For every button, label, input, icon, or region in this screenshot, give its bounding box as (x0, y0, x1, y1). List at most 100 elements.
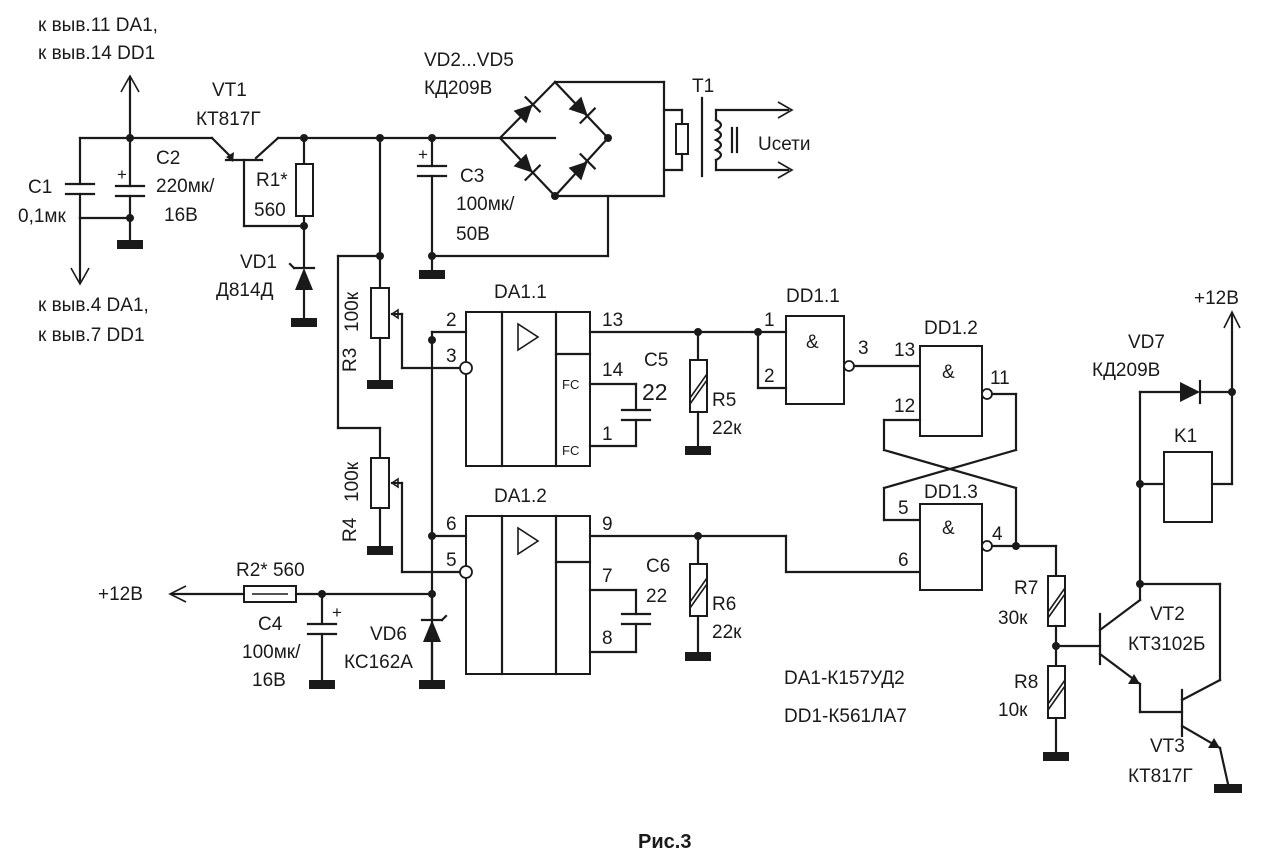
da11-fc-2: FC (562, 443, 579, 458)
da11-pin-14: 14 (602, 360, 624, 381)
supply-up-arrow (120, 74, 140, 140)
r1-name: R1* (256, 170, 288, 191)
supply-down-arrow (70, 216, 90, 286)
vd6-name: VD6 (370, 624, 407, 645)
t1-transformer (662, 96, 794, 179)
dd13-amp: & (942, 518, 955, 539)
c4-voltage: 16В (252, 670, 286, 691)
vd6-zener (419, 592, 448, 689)
da11-pin-13: 13 (602, 310, 623, 331)
vd1-type: Д814Д (216, 280, 274, 301)
c1-capacitor (64, 136, 96, 220)
r4-value: 100к (342, 461, 363, 502)
plus12-right-label: +12В (1194, 288, 1239, 309)
mains-label: Uсети (758, 134, 810, 155)
c4-value: 100мк/ (242, 642, 301, 663)
vd6-type: КС162А (344, 652, 413, 673)
plus12-left-arrow (168, 585, 246, 603)
c1-name: C1 (28, 177, 52, 198)
t1-name: T1 (692, 76, 714, 97)
r4-potentiometer (367, 426, 462, 574)
top-supply-label-1: к выв.11 DA1, (38, 15, 158, 36)
r6-resistor (685, 534, 711, 661)
da12-name: DA1.2 (494, 486, 547, 507)
vt1-type: КТ817Г (196, 109, 261, 130)
plus12-right-arrow (1223, 310, 1241, 486)
c2-plus: + (117, 165, 127, 184)
dd11-pin-2: 2 (764, 366, 775, 387)
dd13-pin-5: 5 (898, 498, 909, 519)
dd13-nand-gate (919, 503, 993, 591)
c5-name: C5 (644, 350, 668, 371)
plus12-left-label: +12В (98, 584, 143, 605)
dd12-nand-gate (919, 345, 993, 437)
c5-value: 22 (642, 379, 668, 405)
c1-value: 0,1мк (18, 206, 66, 227)
r6-value: 22к (712, 622, 742, 643)
da11-pin-3: 3 (446, 346, 457, 367)
da12-pin-8: 8 (602, 628, 613, 649)
dd11-amp: & (806, 332, 819, 353)
r7-value: 30к (998, 608, 1028, 629)
vd7-name: VD7 (1128, 332, 1165, 353)
c2-value: 220мк/ (156, 176, 215, 197)
da11-opamp (465, 310, 592, 468)
vd1-name: VD1 (240, 252, 277, 273)
k1-name: K1 (1174, 426, 1197, 447)
r7-resistor (1047, 575, 1066, 668)
r1-value: 560 (254, 200, 286, 221)
r8-value: 10к (998, 700, 1028, 721)
r1-resistor (295, 136, 314, 228)
dd11-pin-3: 3 (858, 338, 869, 359)
top-supply-label-2: к выв.14 DD1 (38, 43, 155, 64)
dd12-pin-12: 12 (894, 396, 915, 417)
da11-name: DA1.1 (494, 282, 547, 303)
c3-voltage: 50В (456, 224, 490, 245)
r5-value: 22к (712, 418, 742, 439)
da11-pin-1: 1 (602, 424, 613, 445)
c2-capacitor (114, 136, 146, 249)
bridge-type: КД209В (424, 78, 492, 99)
vt2-type: КТ3102Б (1128, 634, 1205, 655)
vt1-transistor (210, 136, 280, 228)
dd11-nand-gate (785, 315, 855, 405)
vt3-name: VT3 (1150, 736, 1185, 757)
r2-resistor (243, 585, 297, 603)
dd11-name: DD1.1 (786, 286, 840, 307)
da12-pin-5: 5 (446, 550, 457, 571)
r3-value: 100к (342, 291, 363, 332)
r8-name: R8 (1014, 672, 1038, 693)
r7-name: R7 (1014, 578, 1038, 599)
dd13-pin-6: 6 (898, 550, 909, 571)
dd12-pin-11: 11 (990, 368, 1010, 389)
da12-pin-9: 9 (602, 514, 613, 535)
c2-name: C2 (156, 148, 180, 169)
vd7-diode (1138, 379, 1234, 405)
dd11-pin-1: 1 (764, 310, 775, 331)
vd7-type: КД209В (1092, 360, 1160, 381)
r5-resistor (685, 330, 711, 455)
c3-name: C3 (460, 166, 484, 187)
da11-fc-1: FC (562, 377, 579, 392)
c3-value: 100мк/ (456, 194, 515, 215)
figure-caption: Рис.3 (638, 831, 691, 853)
r5-name: R5 (712, 390, 736, 411)
dd13-name: DD1.3 (924, 482, 978, 503)
r3-potentiometer (367, 287, 462, 389)
dd12-pin-13: 13 (894, 340, 915, 361)
c4-name: C4 (258, 614, 283, 635)
da12-opamp (465, 514, 592, 676)
bot-supply-label-2: к выв.7 DD1 (38, 325, 145, 346)
r3-name: R3 (340, 348, 361, 372)
dd12-name: DD1.2 (924, 318, 978, 339)
da1-type-note: DA1-К157УД2 (784, 668, 905, 689)
vt2-name: VT2 (1150, 604, 1185, 625)
c4-capacitor (306, 592, 338, 689)
vt3-type: КТ817Г (1128, 766, 1193, 787)
k1-relay (1138, 451, 1234, 523)
da12-pin-6: 6 (446, 514, 457, 535)
c6-value: 22 (646, 586, 667, 607)
c2-voltage: 16В (164, 205, 198, 226)
dd12-amp: & (942, 362, 955, 383)
c3-plus: + (418, 145, 428, 164)
